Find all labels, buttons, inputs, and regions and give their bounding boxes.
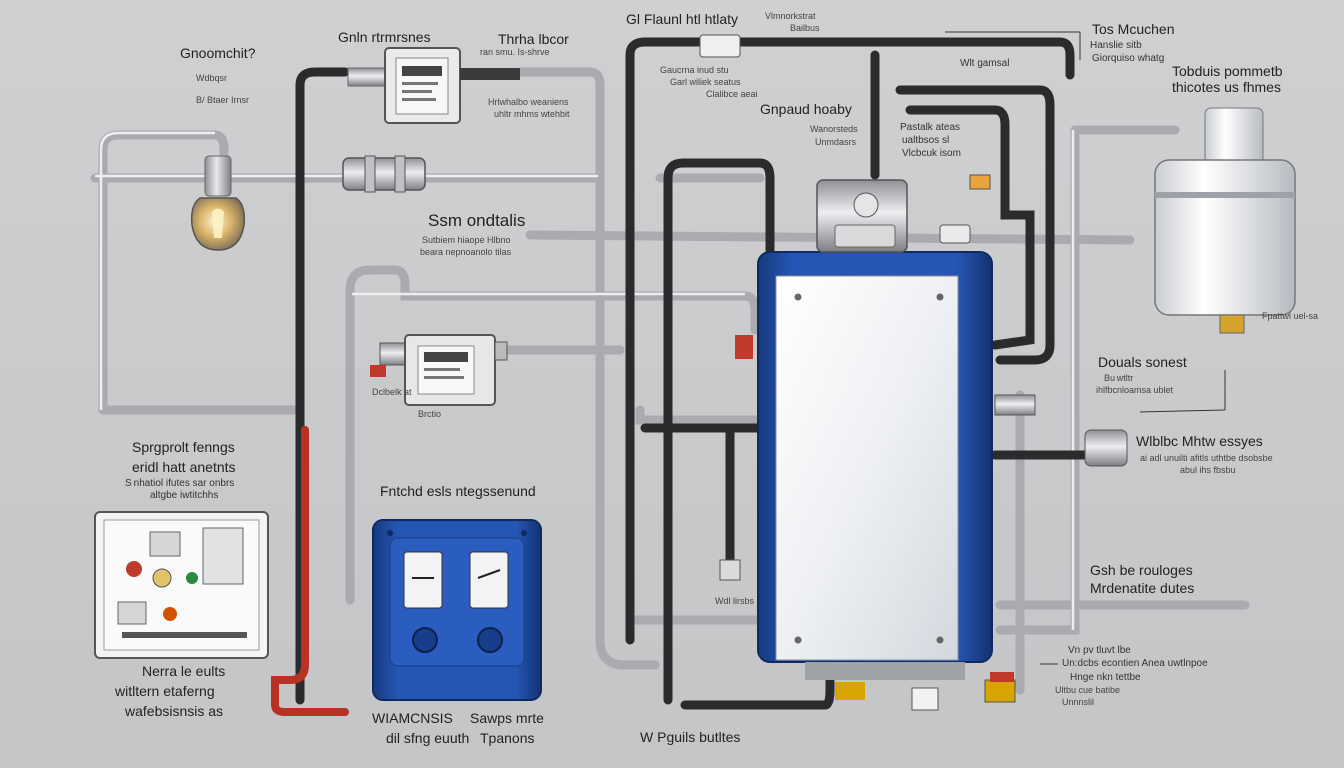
label-bot-r5: Unnnslil <box>1062 697 1095 707</box>
label-vv-title: Douals sonest <box>1098 354 1187 370</box>
label-bot-r2: Un:dcbs econtien Anea uwtlnpoe <box>1062 658 1208 669</box>
label-top-right-desc2: thicotes us fhmes <box>1172 79 1281 95</box>
label-vv-sub: Bu wtltr <box>1104 373 1134 383</box>
label-top-right-sub: Hanslie sitb <box>1090 40 1142 51</box>
label-mid-small2: ualtbsos sl <box>902 135 950 146</box>
label-top-left-sub: Wdbqsr <box>196 73 228 83</box>
label-bot-r1: Vn pv tluvt lbe <box>1068 645 1131 656</box>
label-top-center2-desc1: Hrlwhalbo weaniens <box>488 97 569 107</box>
label-sem-desc: Sutbiem hiaope Hlbno <box>422 235 511 245</box>
label-top-left-sub2: B/ Btaer Irnsr <box>196 95 250 105</box>
label-vv2-title: Wlblbc Mhtw essyes <box>1136 433 1263 449</box>
label-top-right-title: Tos Mcuchen <box>1092 21 1175 37</box>
label-vv2-sub2: abul ihs fbsbu <box>1180 465 1236 475</box>
control-panel <box>94 511 269 659</box>
label-top-flow-sub2: Bailbus <box>790 23 820 33</box>
label-cb-sub: Mrdenatite dutes <box>1090 580 1195 596</box>
label-top-r-small: Wlt gamsal <box>960 58 1010 69</box>
label-top-mid-desc1: Gaucrna inud stu <box>660 65 729 75</box>
label-sem-desc2: beara nepnoanolo tilas <box>420 247 512 257</box>
valve-icon <box>342 155 426 193</box>
red-pipe <box>271 426 349 716</box>
water-heater-unit <box>757 179 993 711</box>
label-vv-sub2: ihlfbcnloamsa ublet <box>1096 385 1174 395</box>
label-bl-t3: wafebsisnsis as <box>125 703 224 719</box>
gauge-icon <box>347 47 520 124</box>
label-bl-t1: Nerra le eults <box>142 663 226 679</box>
label-gnd-desc1: Wanorsteds <box>810 124 858 134</box>
label-top-center-title: Gnln rtrmrsnes <box>338 29 431 45</box>
callout-lines <box>945 31 1226 665</box>
label-bot-r3: Hnge nkn tettbe <box>1070 672 1141 683</box>
label-tank-note: Fpattwl uel-sa <box>1262 311 1319 321</box>
label-bc-t2: dil sfng euuth <box>386 730 470 746</box>
right-fittings <box>699 34 1128 703</box>
label-top-flow-sub: Vlmnorkstrat <box>765 11 816 21</box>
dark-pipes <box>295 37 1100 710</box>
label-top-center2-title: Thrha lbcor <box>498 31 569 47</box>
label-left-block-s2: altgbe iwtitchhs <box>150 490 219 501</box>
label-bc-t1: WIAMCNSIS <box>372 710 453 726</box>
label-meter: Dclbelk at <box>372 387 412 397</box>
label-mid-small1: Pastalk ateas <box>900 122 961 133</box>
label-bl-t2: witltern etaferng <box>115 683 215 699</box>
label-bc-s2: Tpanons <box>480 730 535 746</box>
control-dial-icon <box>372 519 542 701</box>
label-top-right-desc: Tobduis pommetb <box>1172 63 1283 79</box>
label-left-block-s1: S nhatiol ifutes sar onbrs <box>125 478 235 489</box>
label-sem-title: Ssm ondtalis <box>428 211 526 230</box>
label-top-mid-desc3: Clalibce aeai <box>706 89 758 99</box>
label-gnd-title: Gnpaud hoaby <box>760 101 852 117</box>
label-top-center2-desc2: uhltr mhms wtehbit <box>494 109 570 119</box>
label-prod-title: Fntchd esls ntegssenund <box>380 483 536 499</box>
label-top-left-title: Gnoomchit? <box>180 45 256 61</box>
label-vv2-sub: ai adl unuilti afitls uthtbe dsobsbe <box>1140 453 1273 463</box>
label-top-mid-desc2: Garl wiliek seatus <box>670 77 741 87</box>
label-mid-small3: Vlcbcuk isom <box>902 148 961 159</box>
label-bot-r4: Ultbu cue batibe <box>1055 685 1121 695</box>
label-top-right-sub2: Giorquiso whatg <box>1092 53 1165 64</box>
label-ww: Wdl lirsbs <box>715 596 755 606</box>
label-cb-title: Gsh be rouloges <box>1090 562 1193 578</box>
meter-device <box>370 334 508 406</box>
label-gnd-desc2: Unmdasrs <box>815 137 857 147</box>
pipe-highlights <box>95 130 1075 630</box>
label-left-block-t1: Sprgprolt fenngs <box>132 439 235 455</box>
label-bc-s1: Sawps mrte <box>470 710 544 726</box>
label-meter2: Brctio <box>418 409 442 419</box>
label-top-center2-sub: ran smu. Is-shrve <box>480 47 550 57</box>
expansion-tank <box>1154 107 1296 334</box>
label-left-block-t2: eridl hatt anetnts <box>132 459 236 475</box>
label-top-flow-title: Gl Flaunl htl htlaty <box>626 11 739 27</box>
label-bw: W Pguils butltes <box>640 729 741 745</box>
light-bulb-icon <box>190 155 246 251</box>
